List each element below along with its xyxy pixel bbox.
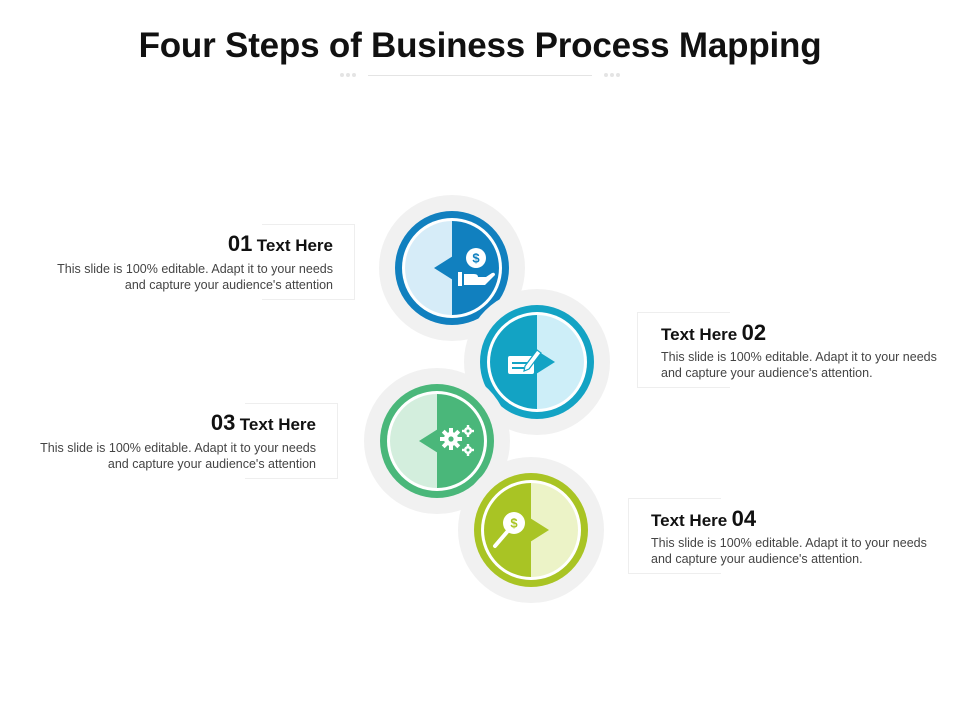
svg-text:$: $ [472,251,480,266]
step-3-label: Text Here [239,415,316,434]
step-1-bracket [262,224,355,300]
step-2-label: Text Here [661,325,738,344]
title-divider [340,72,620,80]
step-2-arrow [536,350,555,374]
step-3-number: 03 [210,410,236,435]
magnifier-dollar-icon: $ [493,512,525,548]
step-2-description: This slide is 100% editable. Adapt it to… [661,350,937,380]
svg-text:$: $ [510,516,518,531]
step-4-heading: Text Here 04 [651,506,756,532]
step-3-circle [364,368,510,514]
step-4-description: This slide is 100% editable. Adapt it to… [651,536,927,566]
step-2-number: 02 [741,320,767,345]
step-3-arrow [419,429,438,453]
step-4-arrow [530,518,549,542]
step-2-circle [464,289,610,435]
check-pen-icon [508,349,542,374]
step-4-bracket [628,498,721,574]
step-2-bracket [637,312,730,388]
step-1-arrow [434,256,453,280]
step-1-heading: 01 Text Here [228,231,333,257]
hand-dollar-icon: $ [458,248,495,286]
step-3-bracket [245,403,338,479]
page-title: Four Steps of Business Process Mapping [138,26,822,65]
step-4-circle: $ [458,457,604,603]
step-3-description: This slide is 100% editable. Adapt it to… [40,441,316,471]
step-4-label: Text Here [651,511,728,530]
step-2-heading: Text Here 02 [661,320,766,346]
step-1-circle: $ [379,195,525,341]
step-1-description: This slide is 100% editable. Adapt it to… [57,262,333,292]
step-1-number: 01 [227,231,253,256]
gears-icon [440,425,474,456]
step-3-heading: 03 Text Here [211,410,316,436]
step-4-number: 04 [731,506,757,531]
step-1-label: Text Here [256,236,333,255]
